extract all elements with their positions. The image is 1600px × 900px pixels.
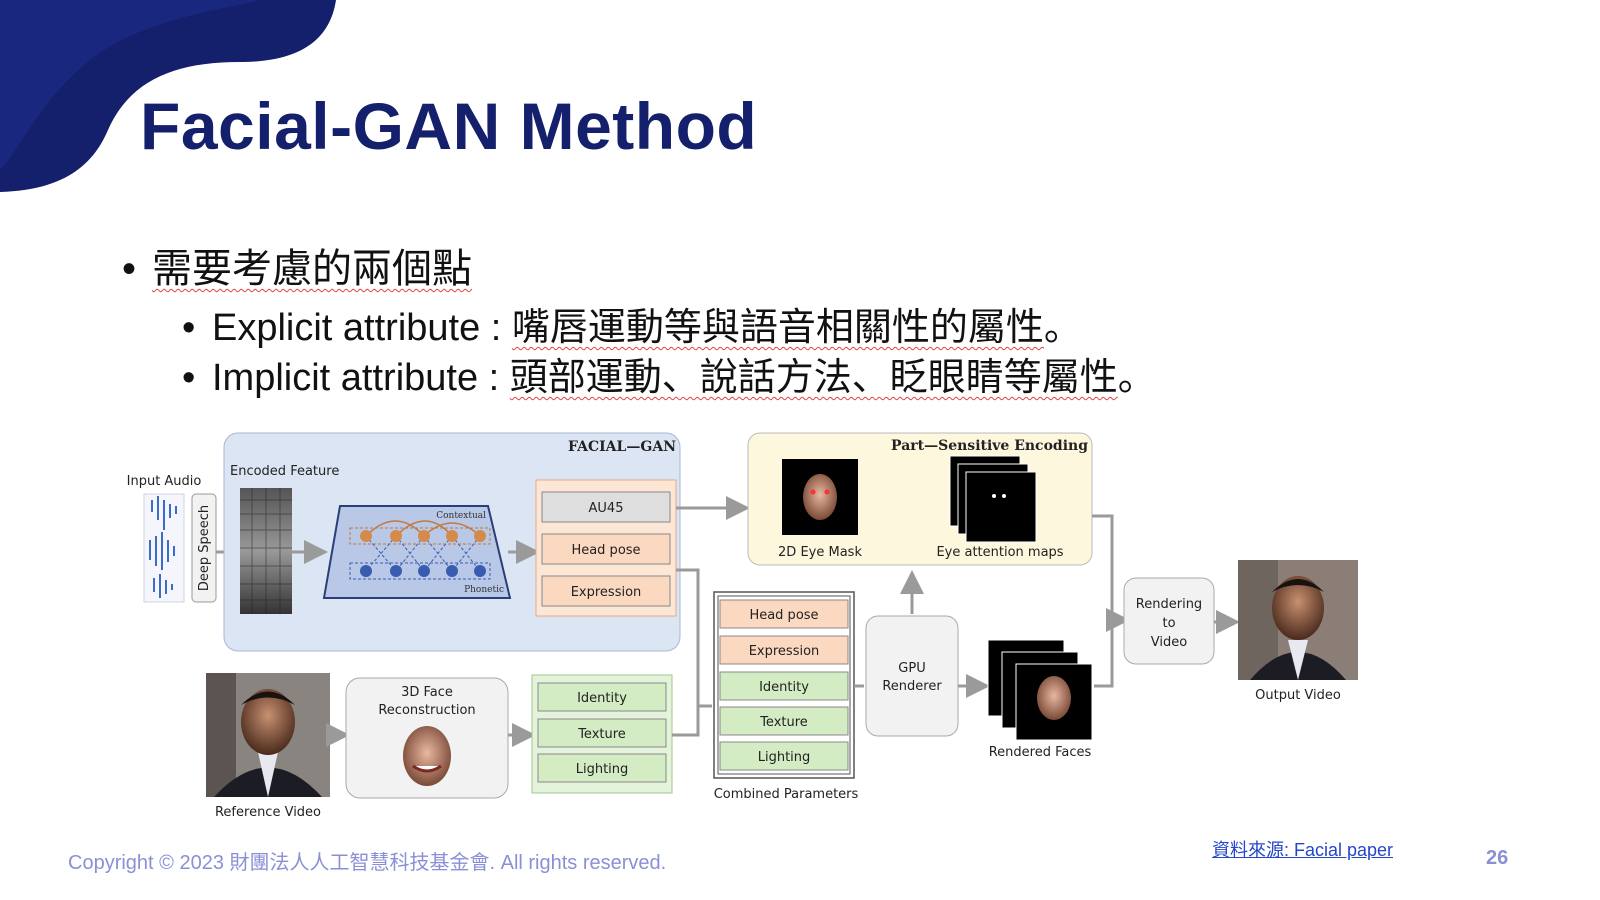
rendering-line3: Video [1151, 635, 1187, 650]
deep-speech-box: Deep Speech [191, 493, 217, 603]
combined-parameters-label: Combined Parameters [714, 787, 859, 802]
phonetic-label: Phonetic [464, 585, 504, 595]
head-pose-label: Head pose [571, 543, 640, 558]
connector [672, 706, 700, 737]
bullet-implicit: • Implicit attribute : 頭部運動、說話方法、眨眼睛等屬性。 [182, 346, 1156, 401]
source-link[interactable]: 資料來源: Facial paper [1212, 840, 1394, 860]
connector [1094, 620, 1114, 688]
combined-identity-box [719, 671, 849, 701]
contextual-label: Contextual [436, 511, 486, 521]
gpu-line1: GPU [898, 661, 925, 676]
combined-lighting-label: Lighting [758, 750, 811, 765]
output-video-label: Output Video [1255, 688, 1341, 703]
bullet-dot: • [182, 357, 196, 399]
combined-texture-box [719, 706, 849, 736]
au45-label: AU45 [589, 501, 624, 516]
combined-lighting-box [719, 741, 849, 771]
combined-identity-label: Identity [759, 680, 809, 695]
contextual-phonetic-network: Contextual Phonetic [322, 505, 512, 599]
rendered-faces-stack [987, 639, 1093, 741]
reference-video-label: Reference Video [215, 805, 321, 820]
deep-speech-label: Deep Speech [197, 505, 212, 591]
recon-line2: Reconstruction [378, 703, 475, 718]
encoded-feature-map [240, 488, 292, 614]
encoded-feature-label: Encoded Feature [230, 464, 339, 479]
bullet-dot: • [182, 307, 196, 349]
head-pose-box [541, 533, 671, 565]
connector [1092, 514, 1130, 632]
audio-waveform [143, 493, 185, 603]
rendered-faces-label: Rendered Faces [989, 745, 1092, 760]
gpu-line2: Renderer [882, 679, 942, 694]
combined-expression-label: Expression [749, 644, 820, 659]
combined-expression-box [719, 635, 849, 665]
explicit-end: 。 [1043, 307, 1082, 349]
copyright-footer: Copyright © 2023 財團法人人工智慧科技基金會. All righ… [68, 852, 667, 874]
rendering-line1: Rendering [1136, 597, 1202, 612]
bullet-main: • 需要考慮的兩個點 [122, 236, 472, 294]
texture-label: Texture [577, 727, 626, 742]
combined-texture-label: Texture [759, 715, 808, 730]
au45-box [541, 491, 671, 523]
expression-box [541, 575, 671, 607]
eye-mask-image [782, 459, 858, 535]
bullet-main-text: 需要考慮的兩個點 [152, 247, 472, 291]
eye-attention-maps [949, 455, 1037, 543]
input-audio-label: Input Audio [127, 474, 202, 489]
texture-box [537, 718, 667, 748]
corner-blob-decoration [0, 0, 336, 192]
combined-head-pose-box [719, 599, 849, 629]
identity-label: Identity [577, 691, 627, 706]
gpu-renderer-box [865, 615, 959, 737]
part-sensitive-label: Part—Sensitive Encoding [891, 438, 1088, 454]
reference-video-image [206, 673, 330, 797]
combined-head-pose-label: Head pose [749, 608, 818, 623]
implicit-end: 。 [1117, 357, 1156, 399]
eye-attention-label: Eye attention maps [936, 545, 1063, 560]
bullet-dot: • [122, 247, 137, 291]
expression-label: Expression [571, 585, 642, 600]
recon-line1: 3D Face [401, 685, 453, 700]
implicit-term: Implicit attribute : [212, 357, 510, 399]
lighting-box [537, 753, 667, 783]
lighting-label: Lighting [576, 762, 629, 777]
identity-box [537, 682, 667, 712]
rendering-line2: to [1162, 616, 1175, 631]
slide-title: Facial-GAN Method [140, 89, 758, 163]
3d-face-mesh-icon [403, 726, 451, 786]
bullet-explicit: • Explicit attribute : 嘴唇運動等與語音相關性的屬性。 [182, 296, 1082, 351]
connector [676, 568, 712, 708]
page-number: 26 [1486, 847, 1509, 869]
explicit-term: Explicit attribute : [212, 307, 512, 349]
explicit-desc: 嘴唇運動等與語音相關性的屬性 [511, 307, 1044, 349]
facial-gan-label: FACIAL—GAN [568, 439, 676, 455]
output-video-image [1238, 560, 1358, 680]
implicit-desc: 頭部運動、說話方法、眨眼睛等屬性 [509, 357, 1118, 399]
eye-mask-label: 2D Eye Mask [778, 545, 862, 560]
